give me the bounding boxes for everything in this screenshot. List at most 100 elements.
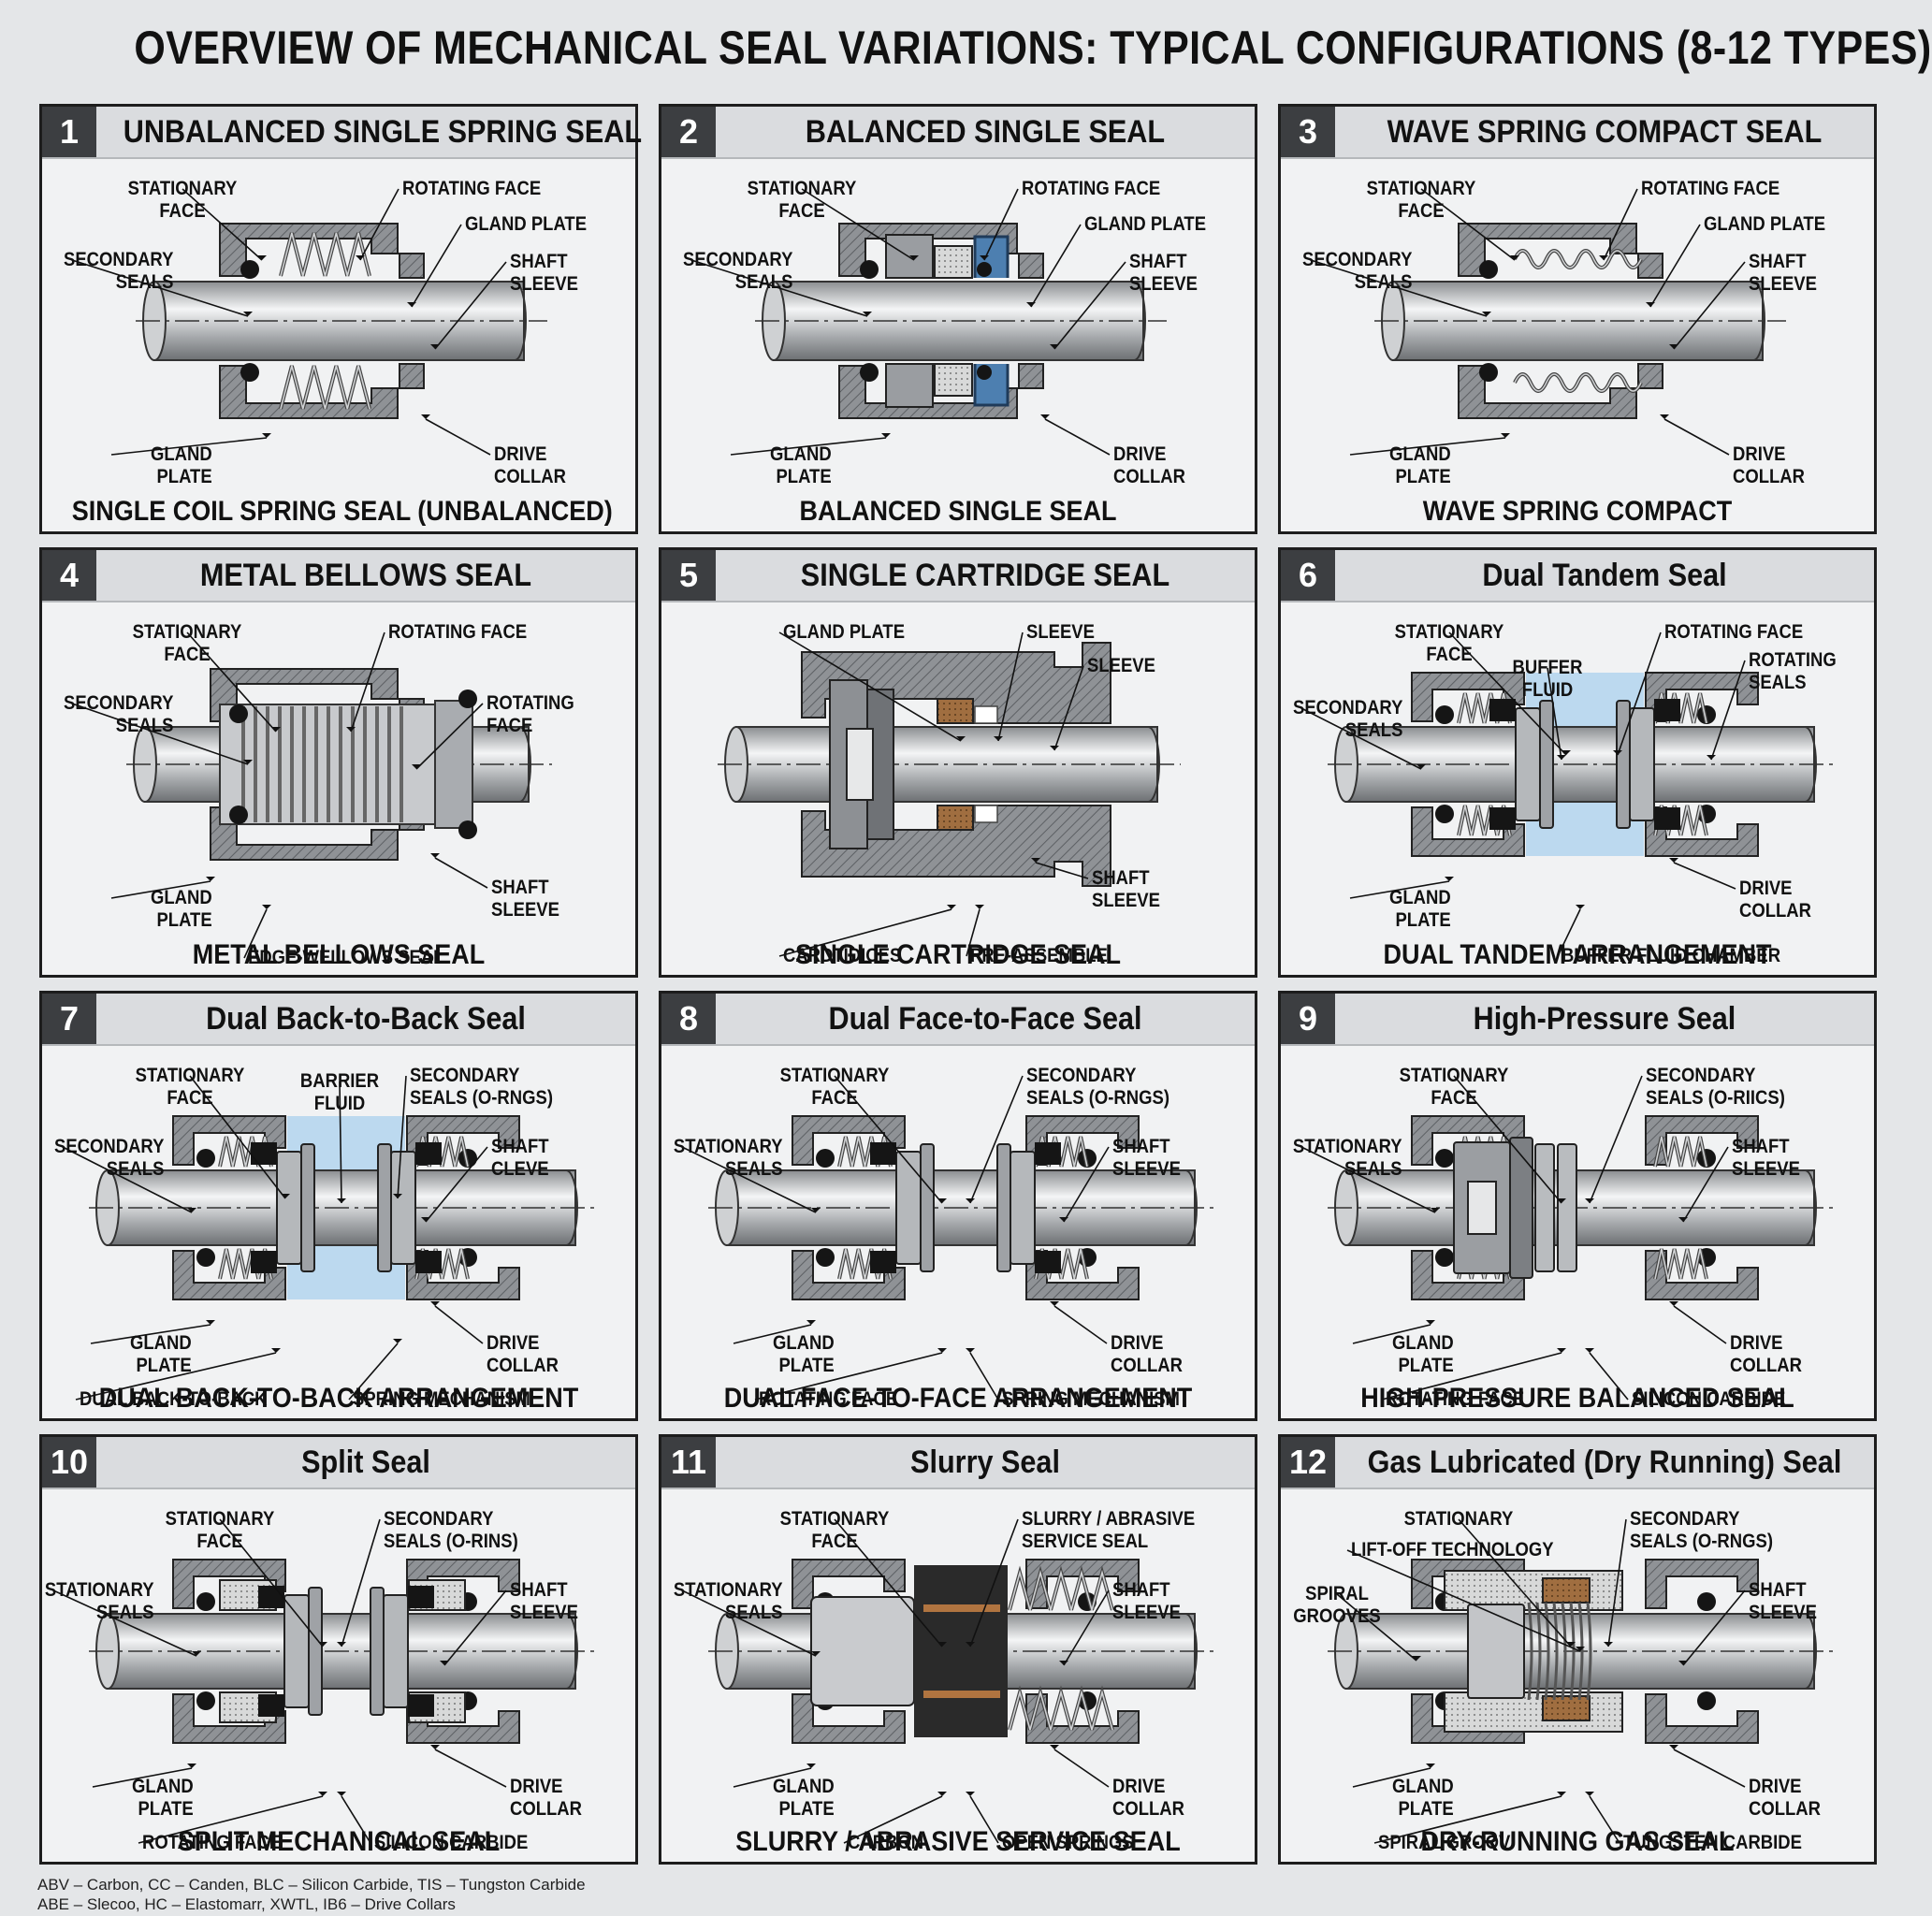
leader-arrow [430, 1745, 440, 1749]
leader-arrow [1669, 344, 1678, 349]
leader-lines [1336, 1518, 1746, 1844]
leader-line [1607, 1518, 1627, 1647]
leader-arrow [393, 1194, 402, 1198]
leader-lines [778, 631, 1089, 957]
leader-line [778, 631, 962, 742]
leader-arrow [994, 736, 1003, 741]
leader-line [969, 1795, 999, 1844]
leader-line [90, 1324, 211, 1344]
leader-arrow [1416, 764, 1426, 769]
leader-line [690, 259, 868, 317]
leader-arrow [863, 312, 872, 316]
seal-diagram-backtoback [89, 1115, 599, 1300]
leader-line [350, 631, 385, 733]
rotating-face [1534, 1143, 1555, 1272]
leader-arrow [806, 1764, 816, 1768]
leader-line [411, 224, 462, 308]
cartridge-spring-pack [846, 728, 874, 801]
leader-lines [71, 188, 507, 456]
leader-line [733, 1324, 812, 1344]
lip-seal [258, 1694, 284, 1717]
lip-seal [1035, 1251, 1061, 1273]
callout-label: GLAND PLATE [1704, 213, 1826, 235]
leader-arrow [937, 1792, 947, 1796]
stationary-face [1509, 1137, 1533, 1279]
leader-line [1336, 1593, 1417, 1662]
panel-subtitle: DUAL BACK-TO-BACK ARRANGEMENT [98, 1383, 579, 1414]
panel-title: Dual Face-to-Face Seal [828, 1001, 1142, 1037]
callout-label: LIFT-OFF TECHNOLOGY [1351, 1539, 1554, 1560]
leader-arrow [980, 255, 989, 260]
spiral-groove [1577, 1602, 1584, 1701]
panel-title: Dual Tandem Seal [1482, 558, 1727, 593]
leader-line [1063, 1146, 1110, 1223]
leader-line [443, 1589, 507, 1666]
leader-line [801, 188, 915, 261]
leader-line [1044, 418, 1111, 456]
callout-label: PRE-ASSEMBLE [970, 945, 1108, 966]
o-ring [196, 1149, 215, 1168]
lip-seal [1654, 807, 1680, 830]
seal-face-right [1616, 700, 1631, 829]
spiral-groove [1552, 1602, 1559, 1701]
leader-lines [71, 631, 488, 959]
o-ring [1435, 705, 1454, 724]
leader-arrow [243, 760, 253, 764]
leader-arrow [407, 302, 416, 307]
callout-label: CARBON [848, 1832, 924, 1853]
leader-arrow [430, 853, 440, 858]
leader-line [341, 1518, 381, 1647]
panel-title: High-Pressure Seal [1473, 1001, 1736, 1037]
callout-label: GLAND PLATE [1084, 213, 1207, 235]
leader-arrow [1557, 1198, 1566, 1203]
leader-line [434, 1305, 484, 1344]
leader-line [834, 1075, 943, 1204]
leader-line [1063, 1589, 1110, 1666]
leader-arrow [318, 1642, 327, 1647]
leader-arrow [1426, 1320, 1435, 1325]
lip-seal [870, 1142, 896, 1165]
spiral-groove [1586, 1602, 1592, 1701]
leader-arrow [811, 1651, 821, 1656]
panel-subtitle: DUAL FACE-TO-FACE ARRANGEMENT [723, 1383, 1193, 1414]
o-ring [1697, 1691, 1716, 1710]
leader-line [1381, 1352, 1562, 1401]
leader-line [1458, 1518, 1572, 1647]
leader-line [1557, 908, 1581, 957]
seal-cross-section [690, 188, 1167, 456]
leader-arrow [421, 1217, 430, 1222]
slurry-face-ring [914, 1565, 1008, 1737]
collar-right [1629, 707, 1655, 821]
leader-arrow [1431, 1208, 1440, 1212]
footer-legend: ABV – Carbon, CC – Canden, BLC – Silicon… [37, 1875, 586, 1914]
leader-line [1617, 631, 1662, 756]
leader-arrow [1445, 877, 1454, 881]
carbon-face [923, 1691, 1000, 1698]
leader-line [348, 1343, 399, 1401]
seal-diagram-cartridge [718, 642, 1181, 887]
leader-arrow [1482, 312, 1491, 316]
leader-arrow [937, 1348, 947, 1353]
leader-line [1346, 1549, 1581, 1652]
slurry-sleeve [810, 1596, 915, 1706]
leader-arrow [909, 255, 919, 260]
carbon-face [923, 1604, 1000, 1612]
leader-line [966, 908, 981, 957]
o-ring [816, 1248, 835, 1267]
leader-arrow [1576, 905, 1585, 909]
